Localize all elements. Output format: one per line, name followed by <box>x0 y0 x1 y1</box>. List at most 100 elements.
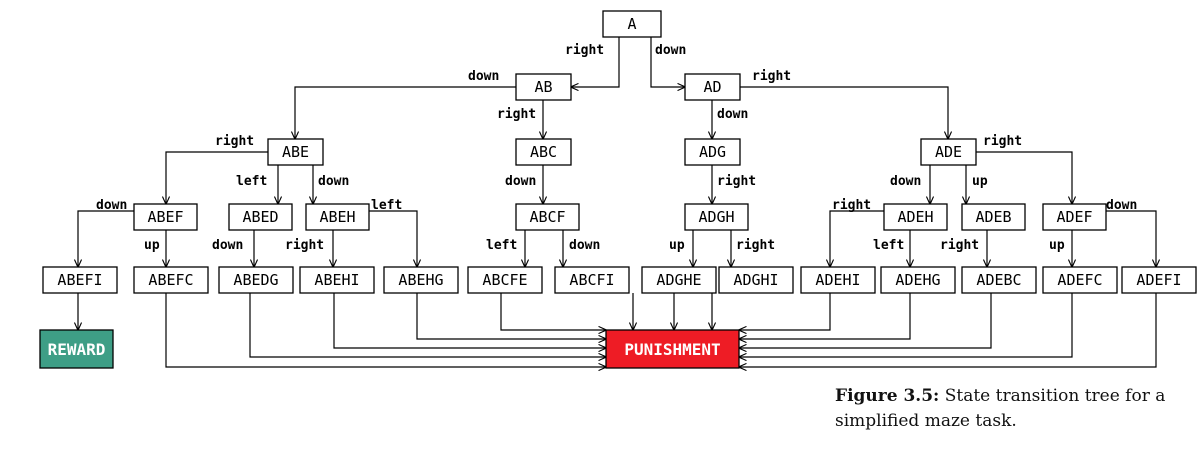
state-node-abehi: ABEHI <box>299 266 375 294</box>
edge-label-up: up <box>1049 238 1065 253</box>
state-box <box>718 266 794 294</box>
edge-label-up: up <box>972 174 988 189</box>
edge-arrow <box>333 293 606 348</box>
edge-adebc-to-punishment <box>739 293 992 348</box>
edge-abcf-to-abcfi: down <box>563 230 600 267</box>
state-label: ADEH <box>897 208 933 226</box>
edge-label-right: right <box>940 238 979 253</box>
state-label: ABCFI <box>569 271 614 289</box>
edge-adef-to-adefi: down <box>1106 198 1156 267</box>
edge-ab-to-abe: down <box>295 69 516 139</box>
edge-adehi-to-punishment <box>739 293 831 330</box>
edge-label-left: left <box>371 198 402 213</box>
state-label: ABCFE <box>482 271 527 289</box>
edge-ade-to-adeh: down <box>890 165 930 204</box>
state-box <box>1121 266 1197 294</box>
state-node-ade: ADE <box>920 138 977 166</box>
edge-label-down: down <box>468 69 499 84</box>
reward-box <box>39 329 114 369</box>
edge-arrow <box>650 37 685 87</box>
edge-arrow <box>249 293 606 357</box>
edge-label-right: right <box>983 134 1022 149</box>
state-node-abefc: ABEFC <box>133 266 209 294</box>
edge-abcf-to-abcfe: left <box>486 230 525 267</box>
state-box <box>883 203 948 231</box>
state-label: ABEHI <box>314 271 359 289</box>
state-node-abedg: ABEDG <box>218 266 294 294</box>
edge-arrow <box>500 293 606 330</box>
edge-abefc-to-punishment <box>165 293 606 367</box>
state-node-a: A <box>602 10 662 38</box>
caption-text: State transition tree for a simplified m… <box>835 386 1166 431</box>
edge-arrow <box>739 293 911 339</box>
edge-arrow <box>295 86 516 139</box>
state-node-ab: AB <box>515 73 572 101</box>
edge-adeh-to-adehi: right <box>830 198 884 267</box>
state-box <box>267 138 324 166</box>
edge-arrow <box>416 293 606 339</box>
state-box <box>641 266 717 294</box>
state-box <box>515 138 572 166</box>
state-label: AB <box>534 78 552 96</box>
state-label: ABEF <box>147 208 183 226</box>
state-label: ABC <box>530 143 557 161</box>
state-label: ABEFI <box>57 271 102 289</box>
state-node-adefc: ADEFC <box>1042 266 1118 294</box>
state-node-adgh: ADGH <box>684 203 749 231</box>
punishment-box <box>605 329 740 369</box>
edge-abeh-to-abehg: left <box>369 198 417 267</box>
edge-label-right: right <box>215 134 254 149</box>
state-label: ABCF <box>529 208 565 226</box>
state-box <box>228 203 293 231</box>
state-box <box>218 266 294 294</box>
edge-label-left: left <box>486 238 517 253</box>
edge-label-down: down <box>890 174 921 189</box>
edge-arrow <box>830 210 884 267</box>
state-label: ABEH <box>319 208 355 226</box>
edge-abcfe-to-punishment <box>500 293 606 330</box>
edge-label-down: down <box>96 198 127 213</box>
state-label: ABEFC <box>148 271 193 289</box>
state-box <box>383 266 459 294</box>
state-label: ABEDG <box>233 271 278 289</box>
state-box <box>515 73 572 101</box>
state-label: ADGHE <box>656 271 701 289</box>
state-box <box>961 203 1026 231</box>
edge-arrow <box>739 293 1073 357</box>
state-label: ADEF <box>1056 208 1092 226</box>
state-node-adehi: ADEHI <box>800 266 876 294</box>
state-node-abed: ABED <box>228 203 293 231</box>
state-box <box>42 266 118 294</box>
state-label: ABE <box>282 143 309 161</box>
edge-ad-to-ade: right <box>740 69 948 139</box>
edge-abed-to-abedg: down <box>212 230 254 267</box>
edge-label-right: right <box>497 107 536 122</box>
state-label: ADG <box>699 143 726 161</box>
state-box <box>299 266 375 294</box>
state-node-abcfi: ABCFI <box>554 266 630 294</box>
state-node-adg: ADG <box>684 138 741 166</box>
edge-label-down: down <box>655 43 686 58</box>
state-box <box>684 203 749 231</box>
state-node-abcfe: ABCFE <box>467 266 543 294</box>
state-label: ABEHG <box>398 271 443 289</box>
state-box <box>467 266 543 294</box>
state-node-abe: ABE <box>267 138 324 166</box>
state-label: ADGHI <box>733 271 778 289</box>
edge-label-left: left <box>873 238 904 253</box>
state-node-abehg: ABEHG <box>383 266 459 294</box>
state-label: ADGH <box>698 208 734 226</box>
state-node-adefi: ADEFI <box>1121 266 1197 294</box>
state-node-abef: ABEF <box>133 203 198 231</box>
state-node-adghi: ADGHI <box>718 266 794 294</box>
edge-abef-to-abefc: up <box>144 230 166 267</box>
edge-label-down: down <box>318 174 349 189</box>
edge-arrow <box>369 210 417 267</box>
edge-arrow <box>571 37 620 87</box>
reward-terminal: REWARD <box>39 329 114 369</box>
state-box <box>684 73 741 101</box>
edge-arrow <box>165 293 606 367</box>
edge-adeb-to-adebc: right <box>940 230 987 267</box>
edge-ab-to-abc: right <box>497 100 543 139</box>
